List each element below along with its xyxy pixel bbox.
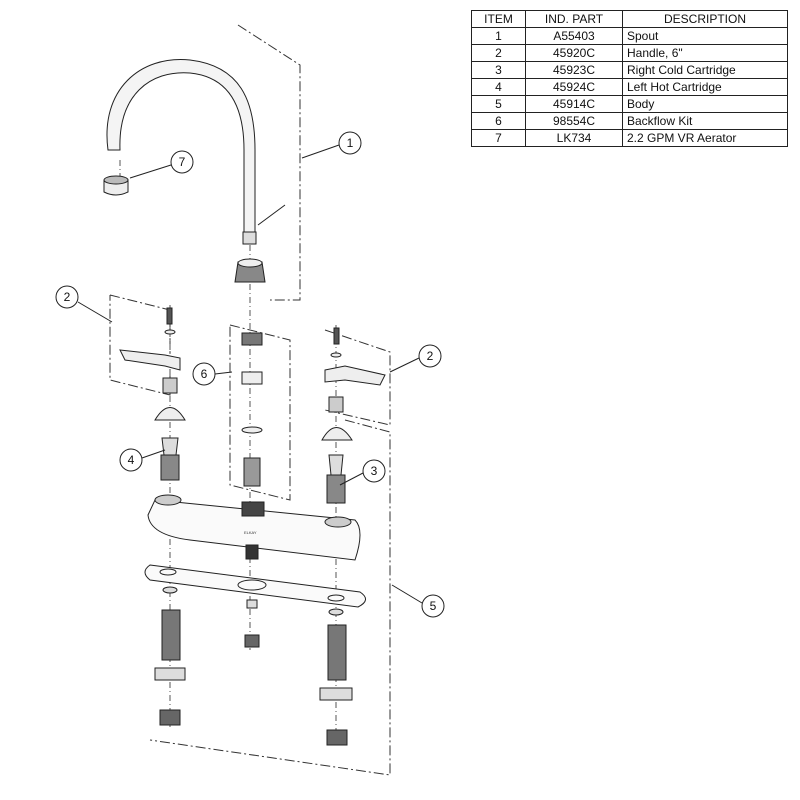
spout <box>106 59 286 283</box>
callout-cold-cartridge: 3 <box>362 459 386 483</box>
faucet-body: ELKAY <box>147 494 361 561</box>
cell-part: LK734 <box>525 129 623 147</box>
callout-number: 5 <box>430 599 437 613</box>
cell-description: 2.2 GPM VR Aerator <box>622 129 788 147</box>
center-lines <box>119 160 337 745</box>
backflow-outline <box>229 324 291 501</box>
leader-lines <box>77 144 423 604</box>
callout-number: 6 <box>201 367 208 381</box>
callout-aerator: 7 <box>170 150 194 174</box>
left-handle-outline <box>109 294 171 396</box>
callout-handle-left: 2 <box>55 285 79 309</box>
callout-number: 3 <box>371 464 378 478</box>
aerator <box>103 175 129 196</box>
deck-plate <box>144 564 366 608</box>
cell-description: Handle, 6" <box>622 44 788 62</box>
callout-spout: 1 <box>338 131 362 155</box>
body-outline <box>149 419 391 776</box>
callout-body: 5 <box>421 594 445 618</box>
spout-group-outline <box>237 24 301 301</box>
callout-handle-right: 2 <box>418 344 442 368</box>
callout-number: 2 <box>64 290 71 304</box>
callout-number: 7 <box>179 155 186 169</box>
callout-hot-cartridge: 4 <box>119 448 143 472</box>
body-logo: ELKAY <box>244 530 257 535</box>
cell-part: 98554C <box>525 112 623 130</box>
backflow-kit <box>241 332 263 487</box>
mounting-hardware <box>154 586 353 746</box>
callout-number: 1 <box>347 136 354 150</box>
left-handle-assembly <box>119 307 186 481</box>
group-outlines <box>109 24 391 776</box>
callout-number: 2 <box>427 349 434 363</box>
callout-number: 4 <box>128 453 135 467</box>
callout-backflow: 6 <box>192 362 216 386</box>
right-handle-assembly <box>321 327 386 504</box>
cell-description: Left Hot Cartridge <box>622 78 788 96</box>
callouts: 1 7 2 2 6 4 3 5 <box>55 131 445 618</box>
